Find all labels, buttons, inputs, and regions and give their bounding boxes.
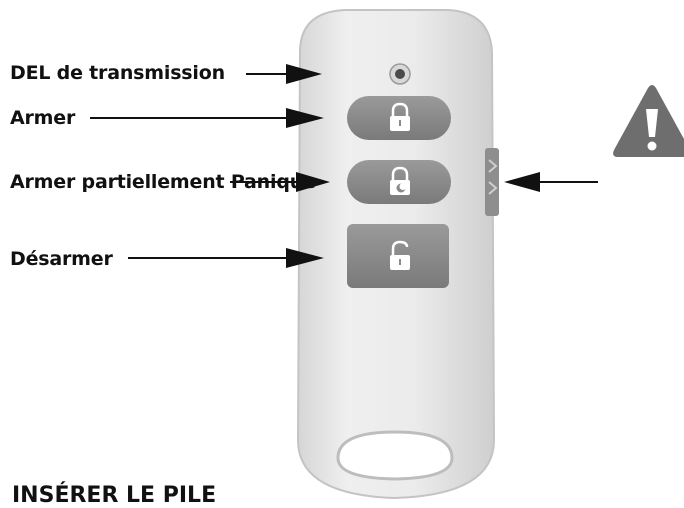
disarm-button xyxy=(347,224,449,288)
arm-button xyxy=(347,96,451,140)
arrow-disarm xyxy=(128,248,324,268)
label-partial-arm: Armer partiellement xyxy=(10,171,225,193)
arrow-led xyxy=(246,64,322,84)
led-indicator xyxy=(389,63,411,85)
arrow-arm xyxy=(90,108,324,128)
lock-open-icon xyxy=(390,240,410,270)
label-disarm: Désarmer xyxy=(10,248,113,270)
pointer-arrows xyxy=(90,64,598,268)
arrow-partial-arm xyxy=(230,172,330,192)
lock-closed-icon xyxy=(390,102,410,131)
arrow-panic xyxy=(504,172,598,192)
section-heading: INSÉRER LE PILE xyxy=(12,483,217,508)
lock-partial-icon xyxy=(390,166,410,195)
label-arm: Armer xyxy=(10,107,76,129)
warning-icon xyxy=(613,85,684,157)
panic-side-button xyxy=(485,148,499,216)
label-led-transmission: DEL de transmission xyxy=(10,62,225,84)
label-panic: Panique xyxy=(230,171,316,193)
partial-arm-button xyxy=(347,160,451,204)
label-partial-arm-panic: Armer partiellement Panique xyxy=(10,171,316,193)
